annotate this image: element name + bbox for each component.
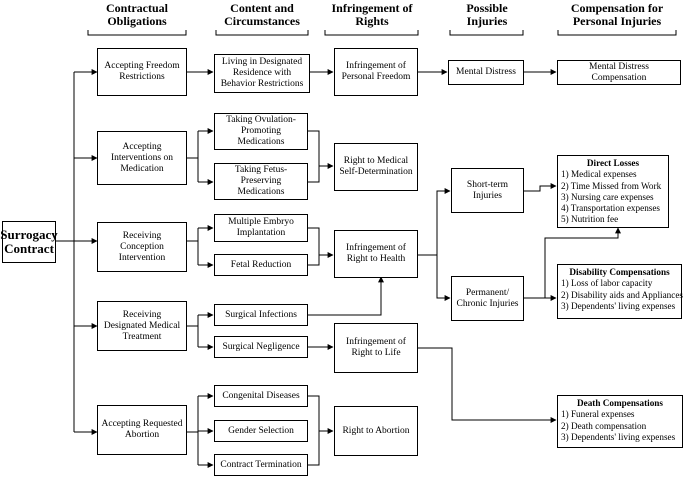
disability-item: 1) Loss of labor capacity (561, 278, 653, 289)
content-gender-selection: Gender Selection (214, 420, 308, 442)
right-medical-self-determination: Right to Medical Self-Determination (334, 143, 418, 191)
obligation-medical-treatment: Receiving Designated Medical Treatment (97, 301, 187, 351)
content-fetal-reduction: Fetal Reduction (214, 254, 308, 276)
direct-losses-item: 1) Medical expenses (561, 169, 637, 180)
header-bracket-injuries (449, 30, 524, 36)
injury-permanent-chronic: Permanent/ Chronic Injuries (451, 276, 524, 321)
header-infringement: Infringement of Rights (331, 1, 413, 28)
right-abortion: Right to Abortion (334, 406, 418, 456)
header-obligations: Contractual Obligations (106, 1, 168, 28)
content-congenital-diseases: Congenital Diseases (214, 385, 308, 407)
root-surrogacy-contract: Surrogacy Contract (0, 221, 58, 263)
compensation-mental-distress: Mental Distress Compensation (557, 60, 681, 85)
disability-title: Disability Compensations (569, 267, 670, 277)
content-fetus-preserving-medications: Taking Fetus-Preserving Medications (214, 163, 308, 200)
obligation-interventions-medication: Accepting Interventions on Medication (97, 131, 187, 185)
header-compensation: Compensation for Personal Injuries (570, 1, 664, 28)
compensation-death: Death Compensations 1) Funeral expenses … (557, 395, 683, 448)
injury-mental-distress: Mental Distress (448, 60, 524, 85)
content-ovulation-medications: Taking Ovulation-Promoting Medications (214, 113, 308, 150)
injury-short-term: Short-term Injuries (451, 168, 524, 213)
direct-losses-item: 5) Nutrition fee (561, 214, 619, 225)
right-life: Infringement of Right to Life (334, 323, 418, 373)
header-bracket-obligations (87, 30, 187, 36)
obligation-requested-abortion: Accepting Requested Abortion (97, 405, 187, 455)
header-bracket-infringement (324, 30, 419, 36)
right-health: Infringement of Right to Health (334, 230, 418, 278)
content-designated-residence: Living in Designated Residence with Beha… (214, 54, 310, 93)
direct-losses-title: Direct Losses (586, 158, 640, 168)
header-bracket-compensation (557, 30, 677, 36)
content-contract-termination: Contract Termination (214, 454, 308, 476)
header-bracket-content (215, 30, 309, 36)
death-item: 3) Dependents' living expenses (561, 431, 676, 442)
death-item: 1) Funeral expenses (561, 409, 635, 420)
compensation-direct-losses: Direct Losses 1) Medical expenses 2) Tim… (557, 155, 669, 228)
obligation-freedom-restrictions: Accepting Freedom Restrictions (97, 48, 187, 96)
content-surgical-infections: Surgical Infections (214, 304, 308, 326)
header-content: Content and Circumstances (224, 1, 300, 28)
disability-item: 2) Disability aids and Appliances (561, 289, 683, 300)
death-item: 2) Death compensation (561, 420, 647, 431)
right-personal-freedom: Infringement of Personal Freedom (334, 48, 418, 96)
direct-losses-item: 2) Time Missed from Work (561, 180, 662, 191)
compensation-disability: Disability Compensations 1) Loss of labo… (557, 264, 683, 319)
direct-losses-item: 3) Nursing care expenses (561, 191, 654, 202)
disability-item: 3) Dependents' living expenses (561, 300, 676, 311)
obligation-conception-intervention: Receiving Conception Intervention (97, 222, 187, 272)
content-multiple-embryo: Multiple Embryo Implantation (214, 214, 308, 242)
content-surgical-negligence: Surgical Negligence (214, 336, 308, 358)
header-injuries: Possible Injuries (466, 1, 508, 28)
death-title: Death Compensations (576, 398, 663, 408)
direct-losses-item: 4) Transportation expenses (561, 203, 661, 214)
